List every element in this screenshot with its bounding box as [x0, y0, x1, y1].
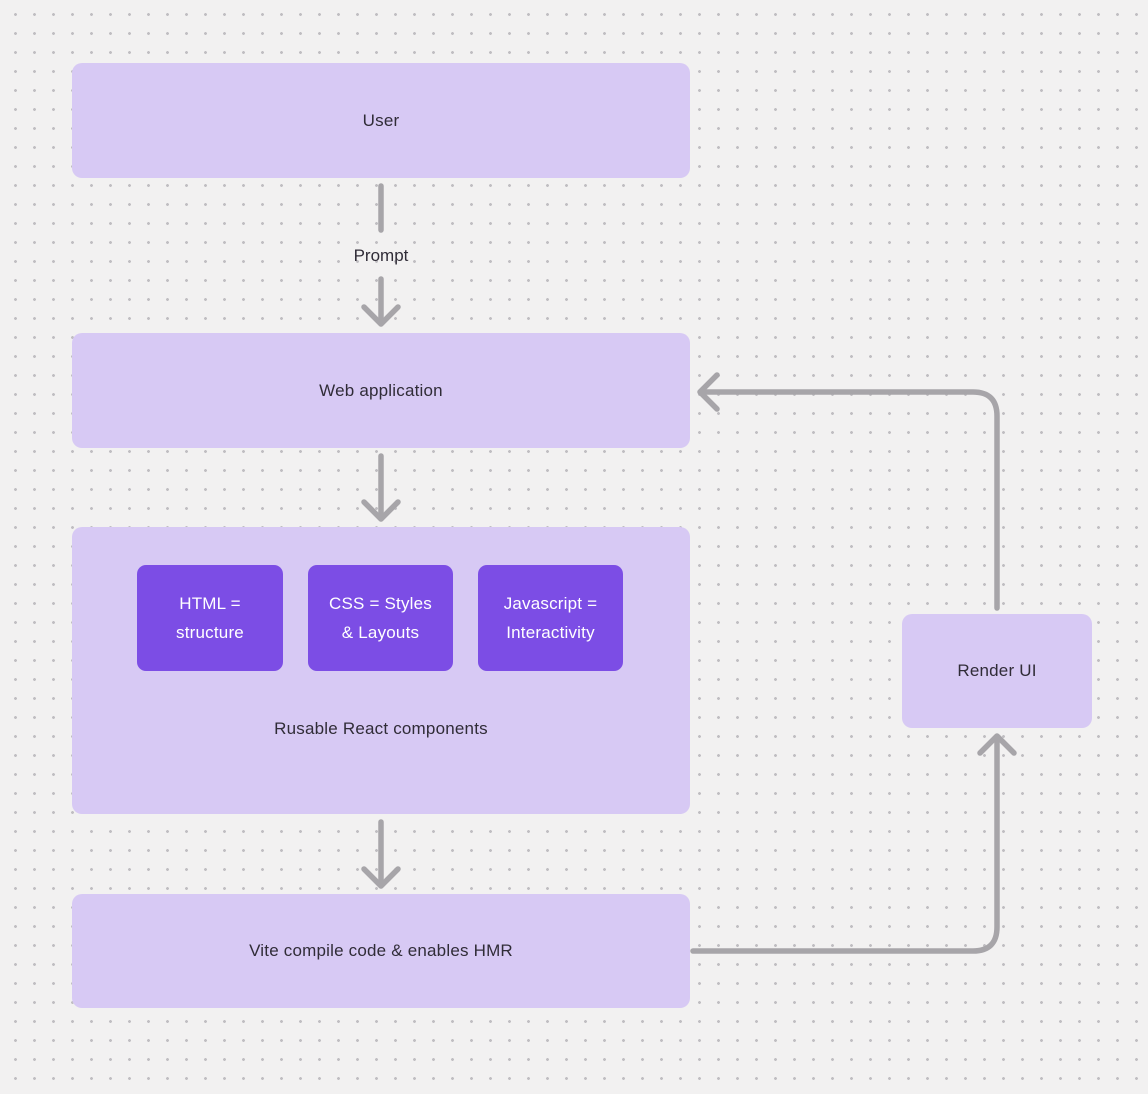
node-javascript-label: Javascript = Interactivity: [503, 594, 598, 642]
node-user-label: User: [362, 110, 400, 130]
node-css: CSS = Styles & Layouts: [308, 565, 453, 671]
node-html: HTML = structure: [137, 565, 283, 671]
edge-vite-render-line: [690, 738, 1000, 954]
node-components-group-label: Rusable React components: [274, 719, 488, 738]
node-css-label: CSS = Styles & Layouts: [328, 594, 433, 642]
edge-components-vite-arrowhead: [361, 866, 401, 889]
edge-prompt-web-arrowhead: [361, 304, 401, 327]
edge-vite-render-arrowhead: [977, 733, 1017, 756]
edge-label-prompt: Prompt: [353, 246, 409, 265]
edge-render-web-arrowhead: [697, 372, 720, 412]
node-web-application-label: Web application: [319, 380, 443, 400]
node-user: User: [72, 63, 690, 178]
node-vite-label: Vite compile code & enables HMR: [249, 941, 513, 960]
edge-render-web-line: [699, 389, 1000, 611]
node-vite: Vite compile code & enables HMR: [72, 894, 690, 1008]
node-render-ui: Render UI: [902, 614, 1092, 728]
node-components-group: HTML = structure CSS = Styles & Layouts …: [72, 527, 690, 814]
node-javascript: Javascript = Interactivity: [478, 565, 623, 671]
node-render-ui-label: Render UI: [957, 661, 1037, 680]
node-web-application: Web application: [72, 333, 690, 448]
edge-web-components-arrowhead: [361, 499, 401, 522]
node-html-label: HTML = structure: [176, 594, 244, 642]
